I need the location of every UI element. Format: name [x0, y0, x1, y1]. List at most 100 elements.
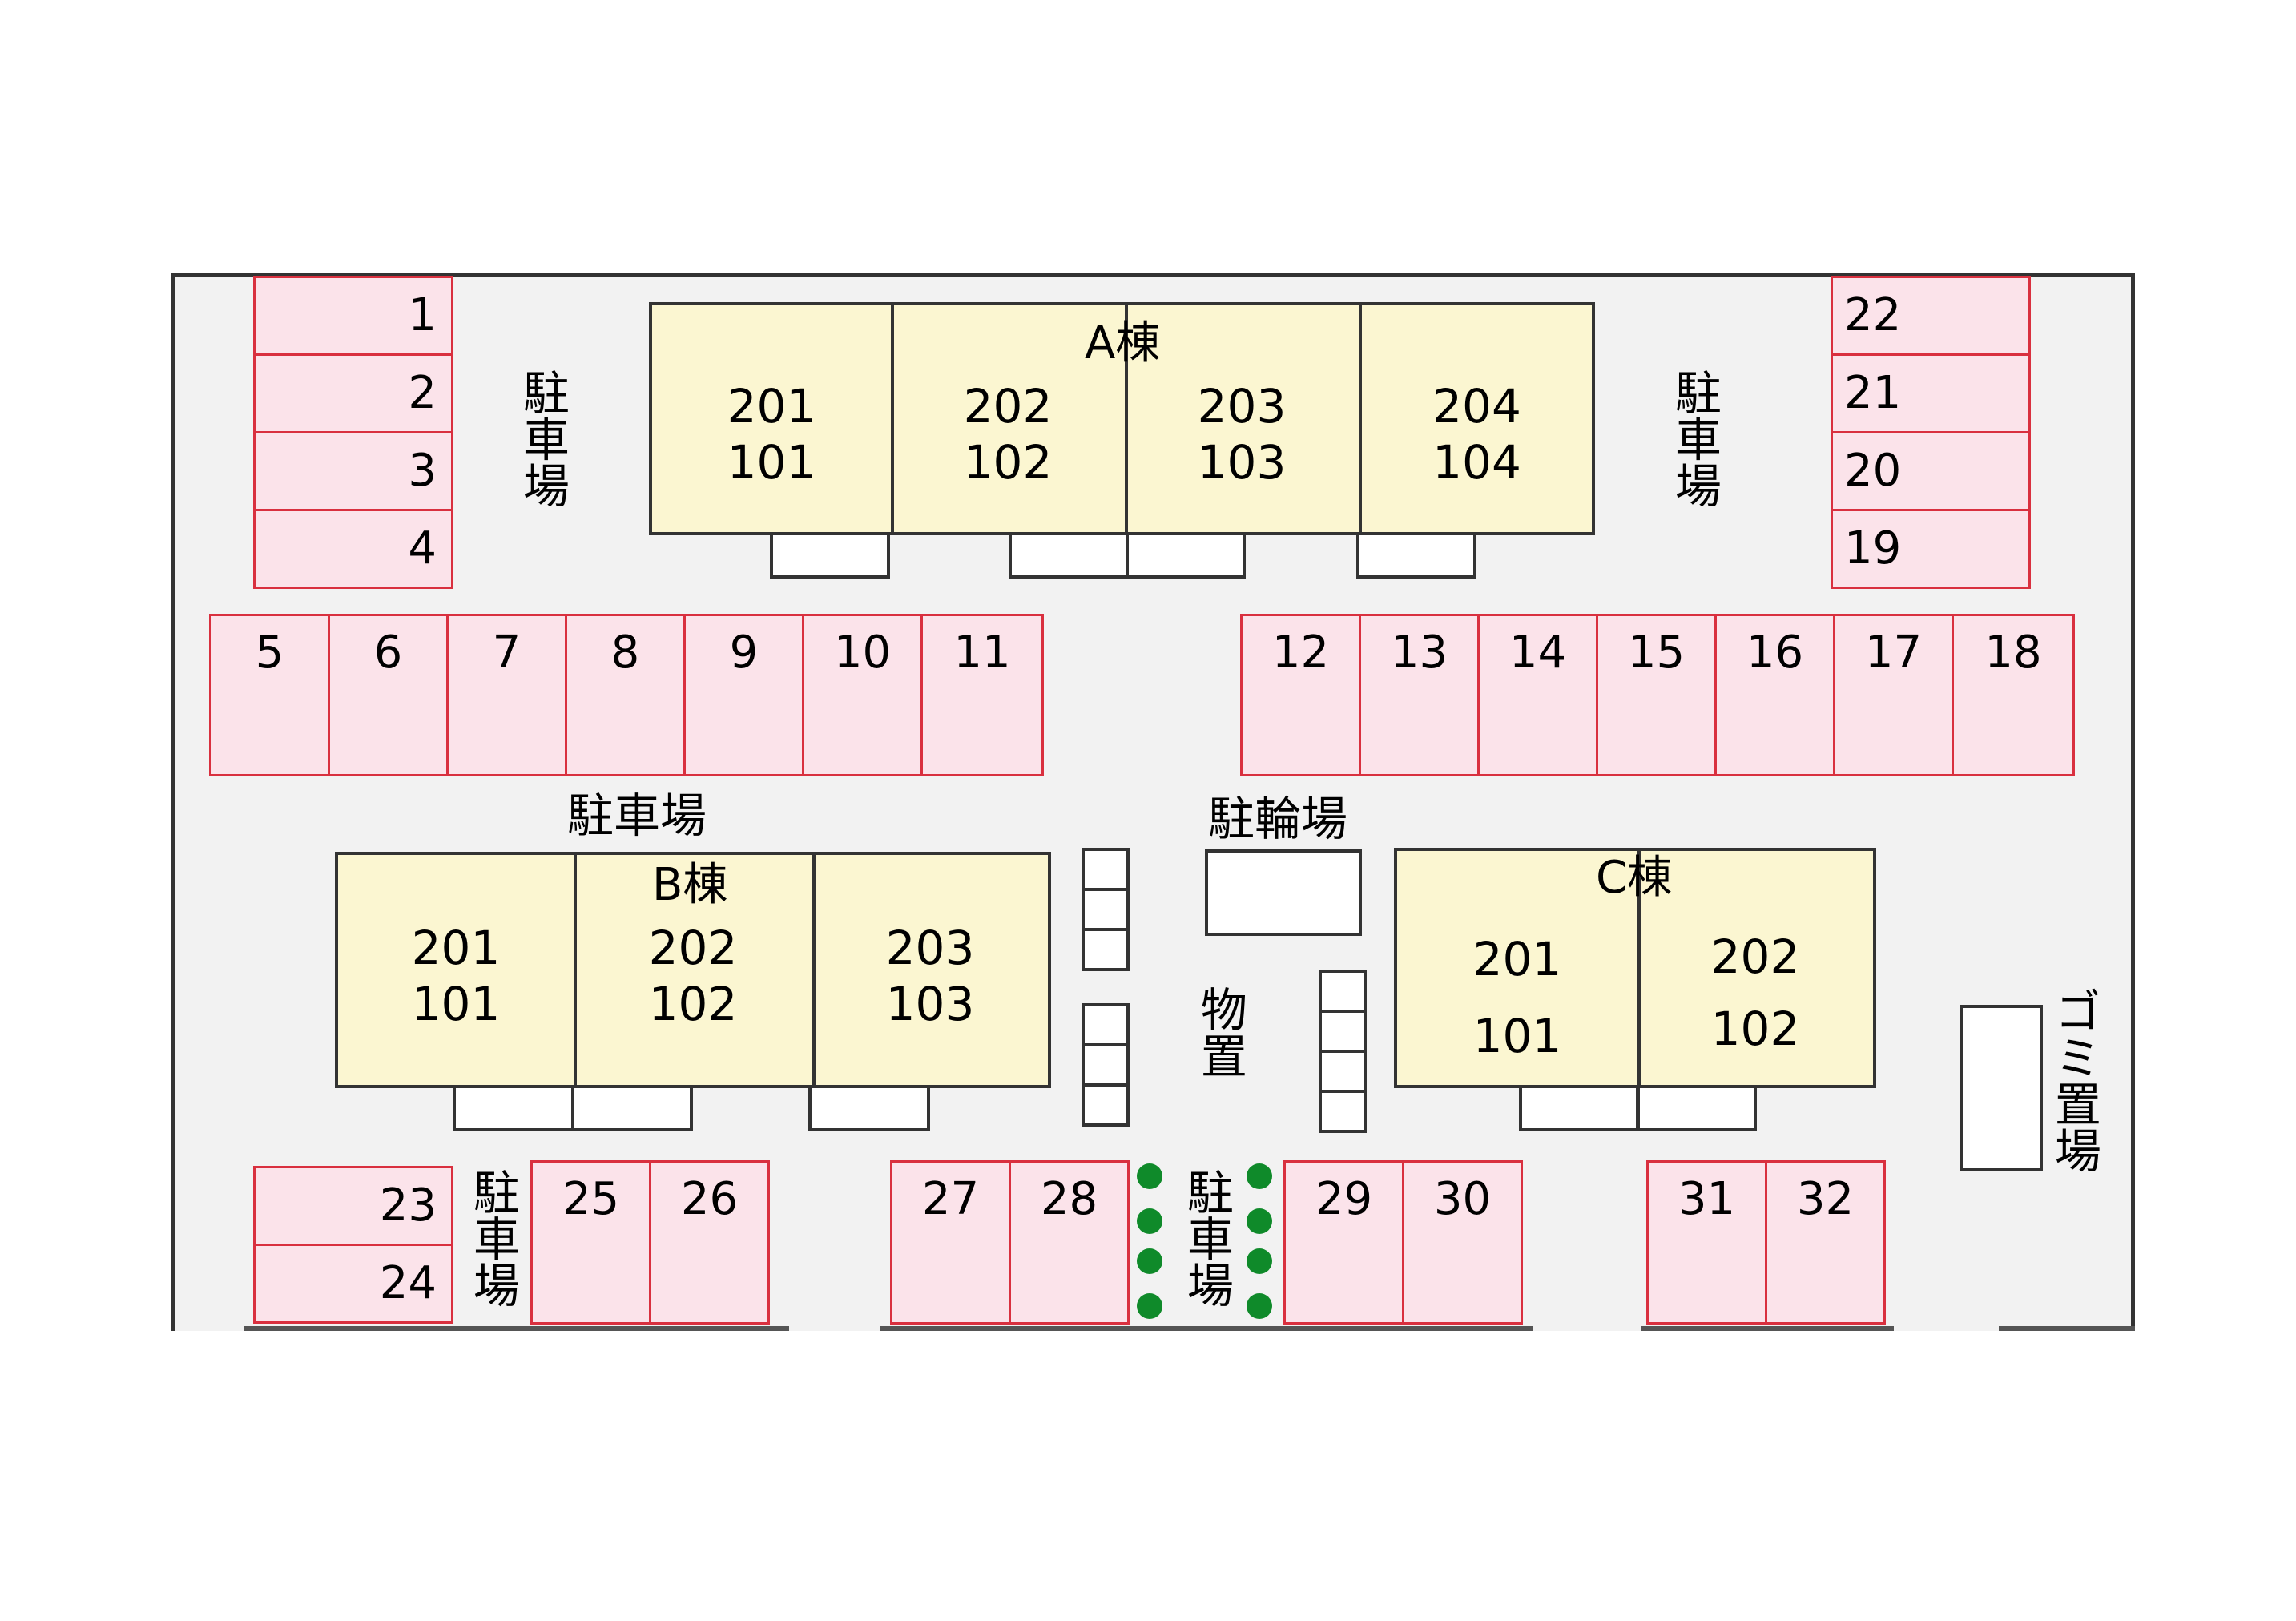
parking-space-27[interactable]: 27: [890, 1160, 1011, 1325]
unit-number-lower: 101: [411, 976, 501, 1031]
unit-number-lower: 101: [727, 434, 816, 490]
parking-space-1[interactable]: 1: [253, 276, 453, 356]
parking-space-21[interactable]: 21: [1831, 353, 2031, 433]
unit-number-lower: 102: [648, 976, 738, 1031]
parking-space-13[interactable]: 13: [1359, 614, 1480, 776]
parking-label: 駐車場: [465, 1168, 520, 1308]
space-number: 28: [1040, 1173, 1098, 1225]
space-number: 20: [1844, 445, 1902, 497]
unit-divider: [1125, 305, 1128, 532]
parking-label: 駐車場: [1178, 1168, 1234, 1308]
space-number: 6: [373, 627, 403, 679]
parking-space-4[interactable]: 4: [253, 509, 453, 589]
space-number: 1: [408, 289, 437, 341]
parking-space-3[interactable]: 3: [253, 431, 453, 511]
storage-unit: [1082, 1003, 1130, 1046]
space-number: 16: [1746, 627, 1804, 679]
space-number: 9: [729, 627, 759, 679]
tree-icon: [1137, 1248, 1162, 1274]
parking-space-16[interactable]: 16: [1714, 614, 1835, 776]
parking-space-5[interactable]: 5: [209, 614, 330, 776]
space-number: 3: [408, 445, 437, 497]
parking-space-29[interactable]: 29: [1283, 1160, 1404, 1325]
parking-space-17[interactable]: 17: [1833, 614, 1954, 776]
garbage-area: [1960, 1005, 2043, 1171]
parking-space-26[interactable]: 26: [649, 1160, 770, 1325]
entrance-porch: [453, 1085, 574, 1131]
storage-unit: [1082, 1083, 1130, 1127]
parking-label: 駐車場: [1666, 369, 1722, 508]
unit-divider: [891, 305, 894, 532]
space-number: 19: [1844, 522, 1902, 575]
parking-space-30[interactable]: 30: [1402, 1160, 1523, 1325]
building-a-title: A棟: [1085, 317, 1161, 369]
unit-number-upper: 202: [963, 379, 1053, 433]
parking-space-10[interactable]: 10: [802, 614, 923, 776]
parking-space-28[interactable]: 28: [1009, 1160, 1130, 1325]
unit-number-lower: 101: [1472, 1008, 1562, 1063]
unit-number-lower: 103: [1197, 434, 1287, 490]
parking-space-2[interactable]: 2: [253, 353, 453, 433]
bicycle-parking-area: [1205, 849, 1362, 936]
parking-space-15[interactable]: 15: [1596, 614, 1717, 776]
storage-unit: [1319, 1010, 1367, 1053]
parking-space-32[interactable]: 32: [1765, 1160, 1886, 1325]
parking-space-25[interactable]: 25: [530, 1160, 651, 1325]
unit-number-upper: 204: [1432, 379, 1521, 433]
space-number: 15: [1627, 627, 1686, 679]
parking-space-8[interactable]: 8: [565, 614, 686, 776]
storage-unit: [1082, 1043, 1130, 1087]
tree-icon: [1247, 1163, 1272, 1189]
parking-label: 駐車場: [567, 788, 707, 843]
parking-label: 駐車場: [514, 369, 570, 508]
entrance-porch: [1637, 1085, 1757, 1131]
entrance-porch: [1126, 532, 1246, 579]
parking-space-18[interactable]: 18: [1952, 614, 2075, 776]
parking-space-11[interactable]: 11: [920, 614, 1044, 776]
parking-space-6[interactable]: 6: [328, 614, 449, 776]
parking-space-19[interactable]: 19: [1831, 509, 2031, 589]
unit-number-upper: 201: [411, 921, 501, 975]
space-number: 25: [562, 1173, 620, 1225]
storage-unit: [1082, 888, 1130, 931]
parking-space-14[interactable]: 14: [1477, 614, 1598, 776]
storage-unit: [1082, 928, 1130, 971]
parking-space-12[interactable]: 12: [1240, 614, 1361, 776]
space-number: 32: [1796, 1173, 1855, 1225]
unit-number-lower: 103: [885, 976, 975, 1031]
storage-unit: [1319, 970, 1367, 1013]
space-number: 31: [1678, 1173, 1736, 1225]
unit-number-lower: 102: [963, 434, 1053, 490]
space-number: 18: [1984, 627, 2042, 679]
parking-space-20[interactable]: 20: [1831, 431, 2031, 511]
parking-space-9[interactable]: 9: [683, 614, 804, 776]
parking-space-7[interactable]: 7: [446, 614, 567, 776]
space-number: 4: [408, 522, 437, 575]
space-number: 22: [1844, 289, 1902, 341]
space-number: 29: [1315, 1173, 1373, 1225]
unit-number-upper: 201: [727, 379, 816, 433]
parking-space-24[interactable]: 24: [253, 1244, 453, 1324]
entrance-porch: [571, 1085, 693, 1131]
parking-space-23[interactable]: 23: [253, 1166, 453, 1246]
space-number: 24: [379, 1257, 437, 1309]
tree-icon: [1137, 1163, 1162, 1189]
unit-number-upper: 203: [885, 921, 975, 975]
unit-number-upper: 202: [1710, 929, 1800, 984]
unit-divider: [812, 855, 816, 1085]
unit-number-lower: 104: [1432, 434, 1521, 490]
tree-icon: [1247, 1248, 1272, 1274]
tree-icon: [1247, 1208, 1272, 1234]
storage-label: 物置: [1192, 986, 1247, 1079]
parking-space-31[interactable]: 31: [1646, 1160, 1767, 1325]
entrance-porch: [1009, 532, 1129, 579]
space-number: 10: [833, 627, 892, 679]
tree-icon: [1137, 1208, 1162, 1234]
parking-space-22[interactable]: 22: [1831, 276, 2031, 356]
